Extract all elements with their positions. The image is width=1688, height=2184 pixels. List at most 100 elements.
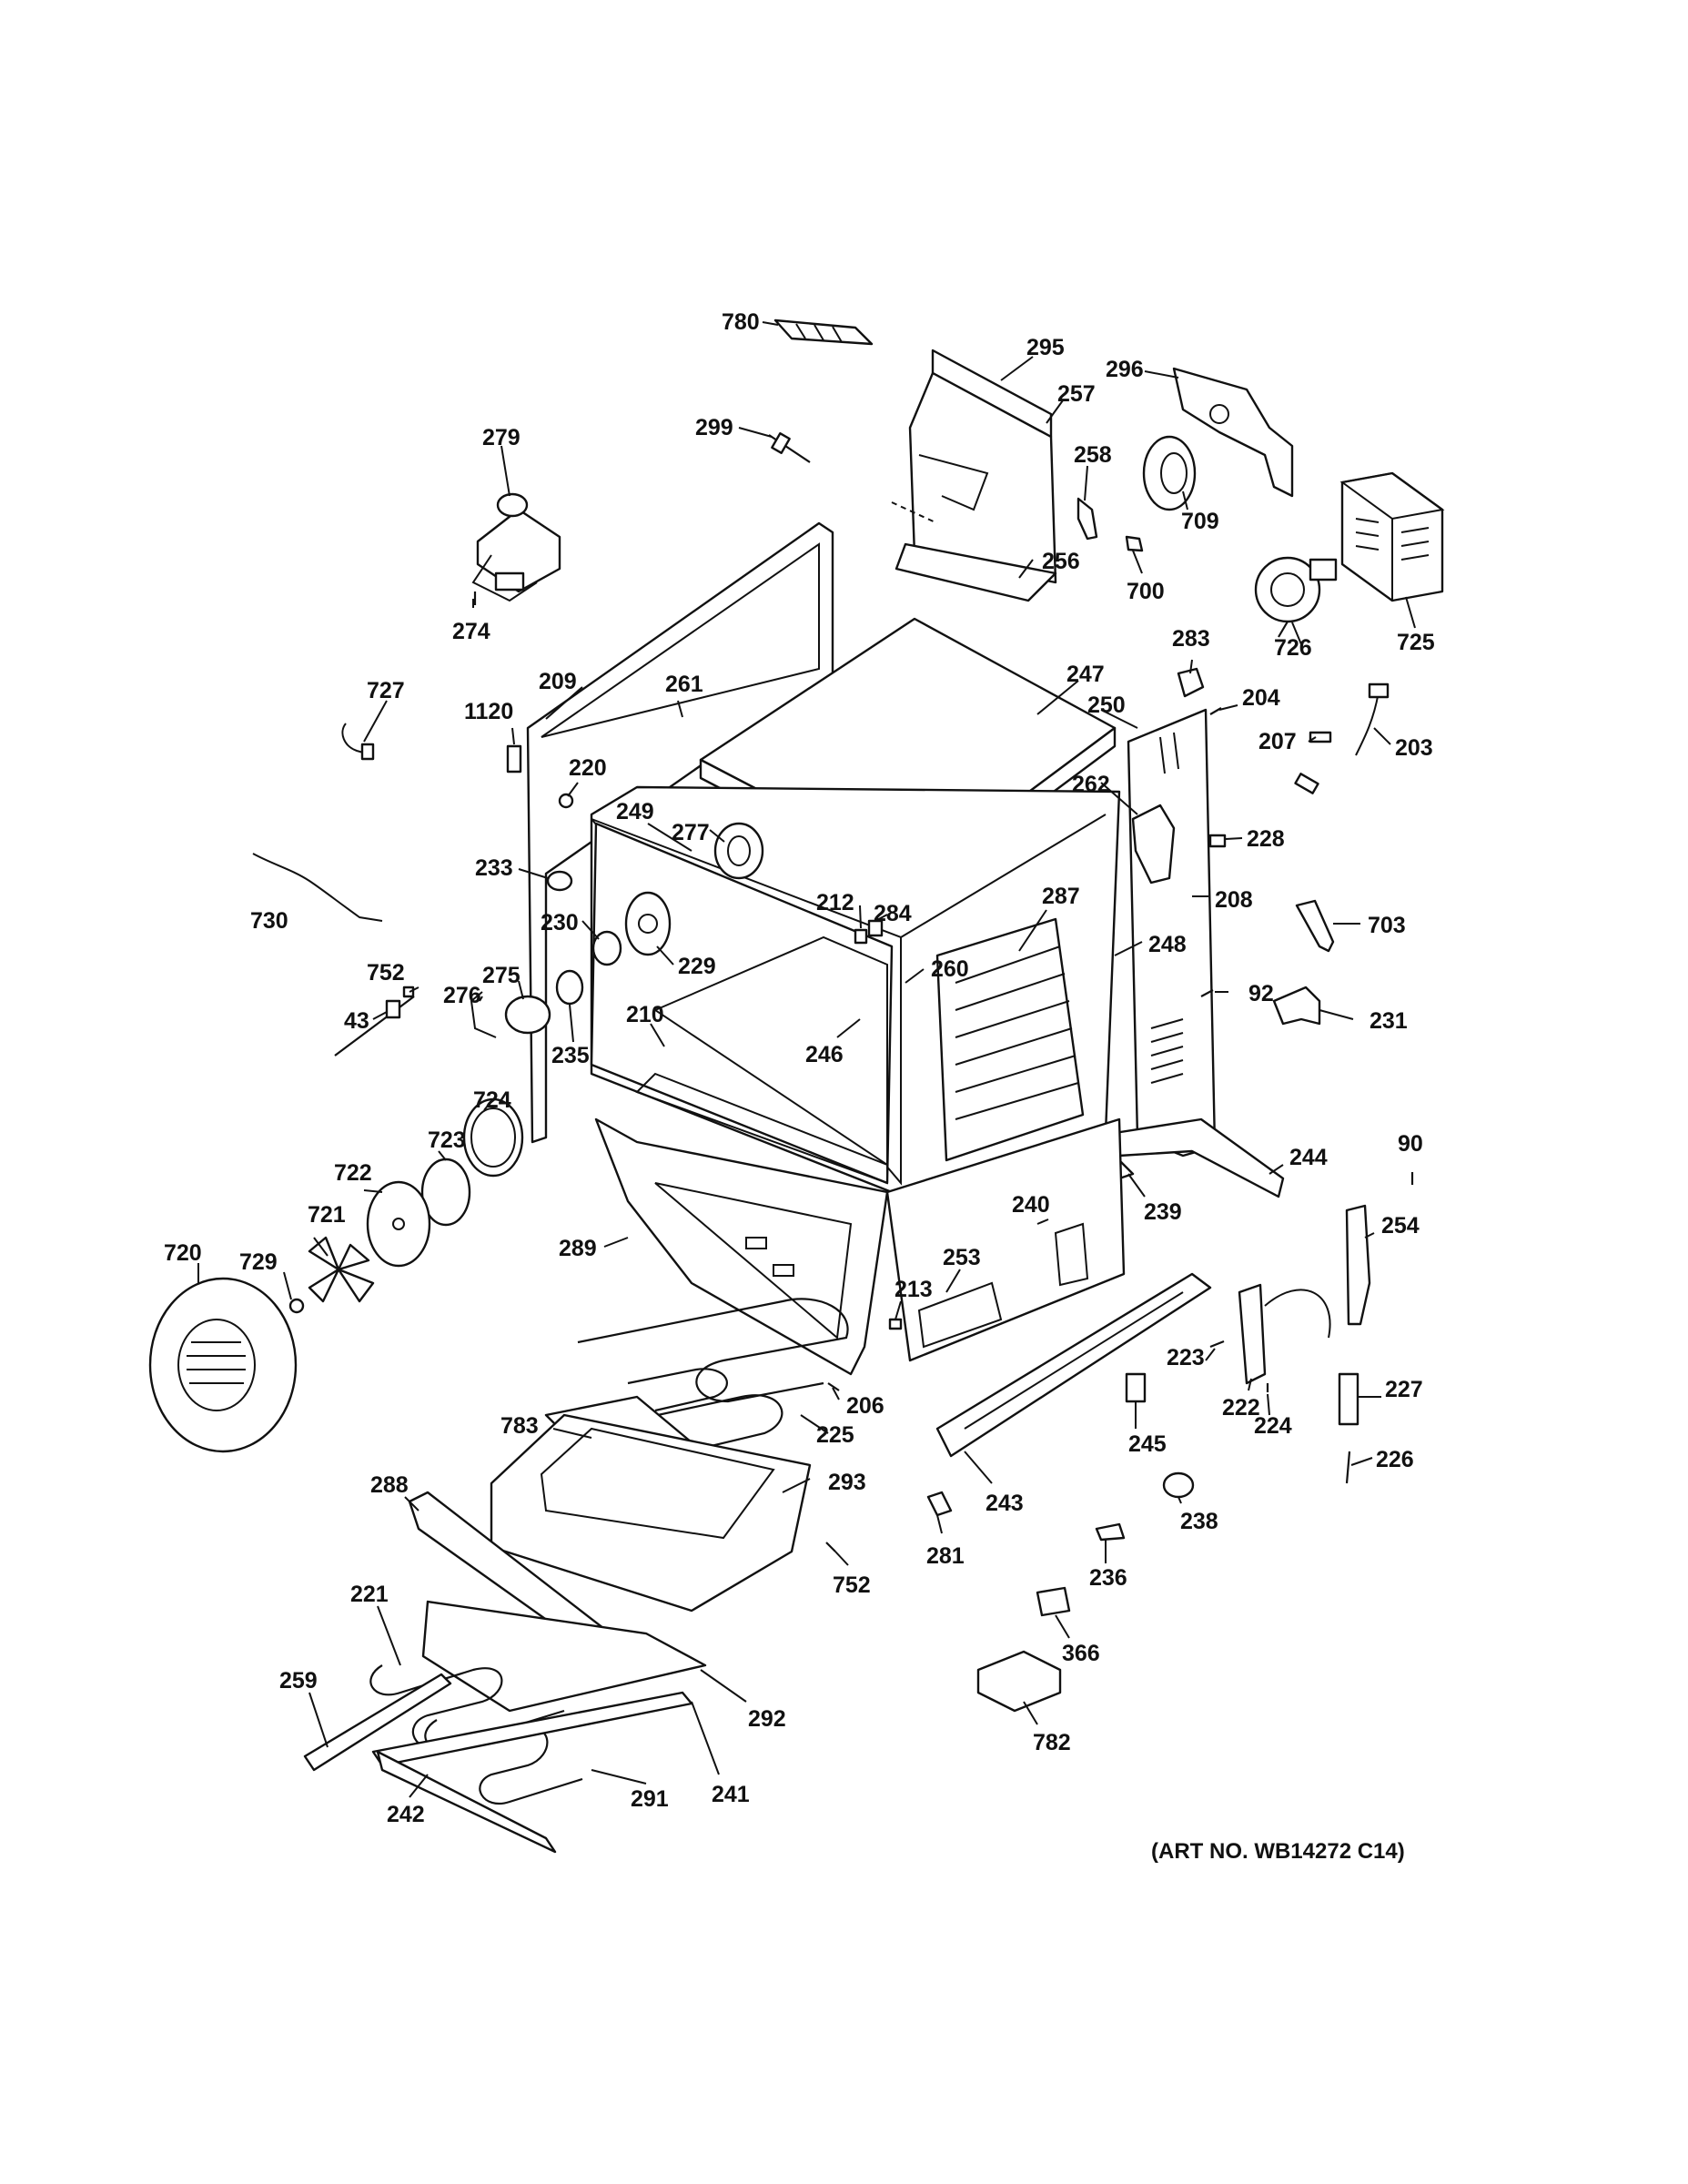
part-725-box xyxy=(1339,471,1445,602)
part-281-block xyxy=(926,1491,953,1517)
callout-289: 289 xyxy=(559,1236,597,1261)
part-254-bracket xyxy=(1345,1204,1371,1326)
callout-720: 720 xyxy=(164,1240,202,1266)
callout-254: 254 xyxy=(1381,1213,1420,1239)
part-703-bracket xyxy=(1295,899,1335,953)
callout-247: 247 xyxy=(1066,662,1105,687)
callout-230: 230 xyxy=(541,910,579,935)
part-296-bracket-plate xyxy=(1172,367,1294,498)
part-233-bulb-holder xyxy=(546,870,573,892)
part-722-fan-plate xyxy=(366,1180,431,1268)
callout-722: 722 xyxy=(334,1160,372,1186)
callout-90: 90 xyxy=(1398,1131,1423,1157)
callout-241: 241 xyxy=(712,1782,750,1807)
part-729-nut xyxy=(288,1298,305,1314)
part-213-clip xyxy=(888,1318,903,1330)
callout-783: 783 xyxy=(500,1413,539,1439)
callout-275: 275 xyxy=(482,963,521,988)
callout-366: 366 xyxy=(1062,1641,1100,1666)
part-240-lower-panel xyxy=(885,1117,1126,1362)
callout-752: 752 xyxy=(367,960,405,986)
part-782-cover xyxy=(976,1650,1062,1713)
callout-245: 245 xyxy=(1128,1431,1167,1457)
callout-258: 258 xyxy=(1074,442,1112,468)
part-243-burner-tube xyxy=(935,1272,1212,1458)
callout-224: 224 xyxy=(1254,1413,1292,1439)
part-244-panel xyxy=(1113,1117,1285,1198)
part-229-gasket xyxy=(624,891,672,956)
part-225-bake-element xyxy=(577,1298,849,1458)
part-262-bracket xyxy=(1131,804,1176,885)
callout-296: 296 xyxy=(1106,357,1144,382)
part-235-bulb xyxy=(555,969,584,1006)
callout-231: 231 xyxy=(1370,1008,1408,1034)
callout-752: 752 xyxy=(833,1572,871,1598)
callout-703: 703 xyxy=(1368,913,1406,938)
part-727-wire xyxy=(341,723,375,761)
callout-250: 250 xyxy=(1087,693,1126,718)
callout-221: 221 xyxy=(350,1582,389,1607)
callout-274: 274 xyxy=(452,619,490,644)
callout-229: 229 xyxy=(678,954,716,979)
part-279-valve-assembly xyxy=(471,492,561,602)
part-230-socket xyxy=(591,930,622,966)
callout-295: 295 xyxy=(1026,335,1065,360)
callout-239: 239 xyxy=(1144,1199,1182,1225)
part-366-bracket xyxy=(1036,1586,1071,1617)
part-277-opening xyxy=(713,822,764,880)
part-299-sensor xyxy=(768,432,811,463)
part-287-side-panel xyxy=(935,917,1085,1162)
callout-92: 92 xyxy=(1248,981,1274,1006)
callout-725: 725 xyxy=(1397,630,1435,655)
callout-292: 292 xyxy=(748,1706,786,1732)
callout-225: 225 xyxy=(816,1422,854,1448)
callout-233: 233 xyxy=(475,855,513,881)
part-780-vent-grille xyxy=(773,318,874,346)
callout-labels: 780 295 296 257 299 258 279 709 256 700 … xyxy=(164,309,1435,1864)
callout-240: 240 xyxy=(1012,1192,1050,1218)
callout-256: 256 xyxy=(1042,549,1080,574)
callout-244: 244 xyxy=(1289,1145,1328,1170)
part-236-clip xyxy=(1095,1522,1126,1542)
callout-700: 700 xyxy=(1127,579,1165,604)
callout-222: 222 xyxy=(1222,1395,1260,1421)
callout-207: 207 xyxy=(1258,729,1297,754)
callout-291: 291 xyxy=(631,1786,669,1812)
part-709-fan-ring xyxy=(1142,435,1197,511)
callout-276: 276 xyxy=(443,983,481,1008)
part-259-rail xyxy=(303,1673,452,1772)
part-1120-clip xyxy=(506,744,522,774)
callout-228: 228 xyxy=(1247,826,1285,852)
part-292-tray xyxy=(421,1600,707,1713)
callout-299: 299 xyxy=(695,415,733,440)
callout-1120: 1120 xyxy=(464,699,513,724)
callout-204: 204 xyxy=(1242,685,1280,711)
part-223-screw xyxy=(1209,1340,1225,1349)
callout-223: 223 xyxy=(1167,1345,1205,1370)
part-228-clip xyxy=(1208,834,1227,848)
callout-249: 249 xyxy=(616,799,654,824)
callout-253: 253 xyxy=(943,1245,981,1270)
callout-208: 208 xyxy=(1215,887,1253,913)
callout-709: 709 xyxy=(1181,509,1219,534)
art-number: (ART NO. WB14272 C14) xyxy=(1151,1839,1405,1864)
part-222-igniter-bracket xyxy=(1238,1283,1331,1385)
part-700-clip xyxy=(1125,535,1144,552)
callout-243: 243 xyxy=(986,1491,1024,1516)
callout-260: 260 xyxy=(931,956,969,982)
part-227-igniter xyxy=(1338,1372,1359,1426)
part-206-screw xyxy=(827,1382,840,1391)
part-220-nut xyxy=(558,793,574,809)
part-721-fan-blade xyxy=(308,1236,375,1303)
callout-203: 203 xyxy=(1395,735,1433,761)
part-289-drawer-liner xyxy=(594,1117,889,1376)
callout-206: 206 xyxy=(846,1393,884,1419)
callout-281: 281 xyxy=(926,1543,965,1569)
callout-726: 726 xyxy=(1274,635,1312,661)
callout-227: 227 xyxy=(1385,1377,1423,1402)
part-275-lens xyxy=(504,995,551,1035)
callout-262: 262 xyxy=(1072,772,1110,797)
part-295-flue-duct xyxy=(891,349,1057,602)
part-730-probe xyxy=(252,853,383,922)
callout-246: 246 xyxy=(805,1042,844,1067)
